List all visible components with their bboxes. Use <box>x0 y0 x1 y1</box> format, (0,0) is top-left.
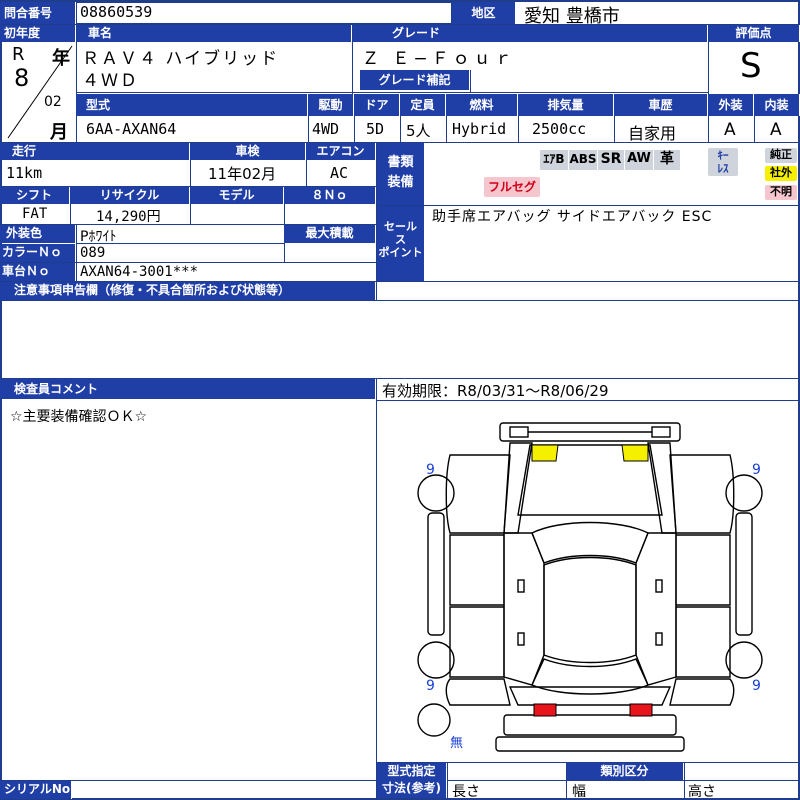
tire-rear-right: 9 <box>752 678 761 694</box>
first-reg-label: 初年度 <box>0 25 76 42</box>
tire-rear-left: 9 <box>426 678 435 694</box>
fullseg-badge: フルセグ <box>484 177 540 197</box>
shift-value: FAT <box>22 206 48 222</box>
grade-supplement-label: グレード補記 <box>360 70 470 90</box>
recycle-label: リサイクル <box>70 187 190 204</box>
color-no-value: 089 <box>80 245 106 261</box>
interior-value: A <box>770 120 782 140</box>
car-name-line2: ４ＷＤ <box>82 71 139 91</box>
inspector-comment-label: 検査員コメント <box>0 379 376 399</box>
drive-label: 駆動 <box>308 94 354 116</box>
first-reg-era: R <box>12 44 25 65</box>
dimensions-label: 寸法(参考) <box>377 780 447 798</box>
mileage-label: 走行 <box>0 143 190 160</box>
width-label: 幅 <box>572 784 586 800</box>
car-diagram <box>417 422 763 752</box>
score-label: 評価点 <box>708 25 800 42</box>
inquiry-label: 問合番号 <box>0 2 76 24</box>
color-value: Pﾎﾜｲﾄ <box>80 229 117 245</box>
first-reg-month: 02 <box>44 94 62 110</box>
capacity-value: 5人 <box>406 122 431 140</box>
notes-label: 注意事項申告欄（修復・不具合箇所および状態等） <box>0 282 376 300</box>
displacement-value: 2500cc <box>532 120 587 138</box>
sunroof-badge: SR <box>598 150 624 170</box>
shift-label: シフト <box>0 187 70 204</box>
color-no-label: カラーＮｏ <box>0 244 76 262</box>
leather-badge: 革 <box>654 150 680 170</box>
grade-supplement-box <box>470 70 708 92</box>
max-load-label: 最大積載 <box>284 225 376 243</box>
sales-point-label: セール ス ポイント <box>377 206 425 281</box>
inquiry-value: 08860539 <box>80 3 153 21</box>
region-value: 愛知 豊橋市 <box>524 6 620 27</box>
airbag-badge: ｴｱB <box>540 150 568 170</box>
capacity-label: 定員 <box>400 94 446 116</box>
tire-front-right: 9 <box>752 462 761 478</box>
color-label: 外装色 <box>0 225 76 243</box>
grade-value: Ｚ Ｅ−Ｆｏｕｒ <box>362 49 516 69</box>
alloy-wheel-badge: AW <box>625 150 653 170</box>
aircon-label: エアコン <box>306 143 376 160</box>
first-reg-year: 8 <box>14 64 30 92</box>
equipment-label: 書類 装備 <box>377 143 425 205</box>
first-reg-diagonal <box>7 45 73 139</box>
history-value: 自家用 <box>628 124 677 143</box>
chassis-no-label: 車台Ｎｏ <box>0 263 76 281</box>
interior-label: 内装 <box>754 94 800 116</box>
inspector-comment-value: ☆主要装備確認ＯＫ☆ <box>10 409 148 425</box>
first-reg-year-unit: 年 <box>52 48 70 69</box>
tire-front-left: 9 <box>426 462 435 478</box>
fuel-value: Hybrid <box>452 120 507 138</box>
keyless-badge: ｷｰ ﾚｽ <box>708 148 738 176</box>
door-value: 5D <box>366 120 385 138</box>
displacement-label: 排気量 <box>518 94 614 116</box>
drive-value: 4WD <box>312 120 340 138</box>
model-label: 型式 <box>76 94 308 116</box>
model-year-label: モデル <box>190 187 284 204</box>
region-label: 地区 <box>452 2 516 24</box>
nav-genuine-badge: 純正 <box>765 148 797 163</box>
eight-no-label: ８Ｎｏ <box>284 187 376 204</box>
nav-unknown-badge: 不明 <box>765 185 797 200</box>
category-label: 類別区分 <box>566 763 684 780</box>
model-value: 6AA-AXAN64 <box>86 120 177 138</box>
height-label: 高さ <box>688 784 716 800</box>
serial-no-label: シリアルNo <box>0 781 72 799</box>
car-name-label: 車名 <box>76 25 352 42</box>
chassis-no-value: AXAN64-3001*** <box>80 264 199 280</box>
car-name-line1: ＲＡＶ４ ハイブリッド <box>82 49 280 69</box>
score-value: S <box>740 46 762 86</box>
door-label: ドア <box>354 94 400 116</box>
nav-aftermarket-badge: 社外 <box>765 166 797 181</box>
fuel-label: 燃料 <box>446 94 518 116</box>
inspection-value: 11年02月 <box>208 165 277 183</box>
recycle-value: 14,290円 <box>96 209 161 225</box>
model-designation-label: 型式指定 <box>377 763 447 780</box>
first-reg-month-unit: 月 <box>50 122 68 143</box>
history-label: 車歴 <box>614 94 708 116</box>
mileage-value: 11km <box>6 164 43 182</box>
exterior-label: 外装 <box>708 94 754 116</box>
abs-badge: ABS <box>569 150 597 170</box>
grade-label: グレード <box>352 25 708 42</box>
inspection-label: 車検 <box>190 143 306 160</box>
exterior-value: A <box>724 120 736 140</box>
inquiry-box <box>76 2 452 24</box>
aircon-value: AC <box>330 164 349 182</box>
length-label: 長さ <box>452 784 480 800</box>
validity-value: 有効期限：R8/03/31〜R8/06/29 <box>382 382 609 400</box>
sales-point-value: 助手席エアバッグ サイドエアバック ESC <box>432 209 713 225</box>
spare-tire-status: 無 <box>450 736 464 751</box>
